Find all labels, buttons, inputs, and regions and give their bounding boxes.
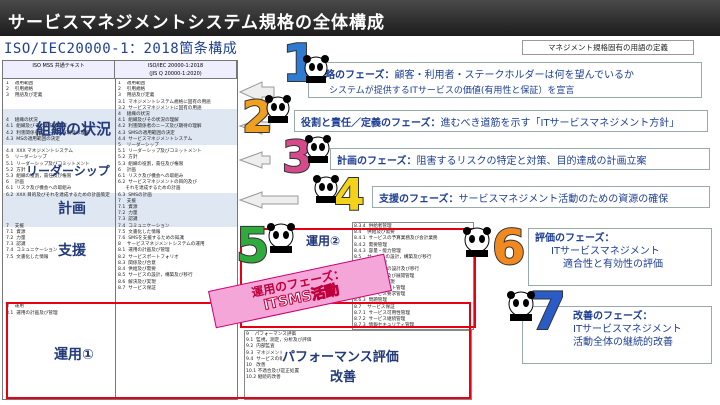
subtitle: ISO/IEC20000-1：2018箇条構成 [4, 41, 238, 57]
phase4-box: 支援のフェーズ：サービスマネジメント活動のための資源の確保 [372, 186, 710, 208]
phase7-line2: 活動全体の継続的改善 [573, 337, 673, 348]
phase1-sub: システムが提供するITサービスの価値(有用性と保証）を宣言 [329, 86, 575, 96]
arrow-4 [238, 191, 299, 209]
phase7-number: 7 [529, 281, 567, 343]
phase3-box: 計画のフェーズ：阻害するリスクの特定と対策、目的達成の計画立案 [330, 148, 710, 170]
phase1-text: 顧客・利用者・ステークホルダーは何を望んでいるか [394, 70, 635, 81]
arrow-3 [238, 151, 271, 169]
label-improve: 改善 [330, 366, 357, 385]
label-plan: 計画 [58, 201, 86, 217]
phase6-box: 評価のフェーズ： ITサービスマネジメント 適合性と有効性の評価 [528, 228, 712, 286]
phase2-title: 役割と責任／定義のフェーズ： [301, 118, 441, 129]
phase4-text: サービスマネジメント活動のための資源の確保 [458, 194, 669, 205]
phase2-box: 役割と責任／定義のフェーズ：進むべき道筋を示す「ITサービスマネジメント方針」 [294, 110, 708, 132]
phase7-box: 改善のフェーズ： ITサービスマネジメント 活動全体の継続的改善 [522, 306, 712, 364]
label-op1: 運用① [54, 347, 94, 363]
arrow-1 [238, 81, 275, 103]
label-support: 支援 [58, 243, 86, 259]
panda-icon-4 [313, 175, 339, 203]
label-org: 組織の状況 [36, 120, 112, 138]
page-title: サービスマネジメントシステム規格の全体構成 [0, 0, 720, 36]
perf-box: 9 パフォーマンス評価 9.1 監視，測定，分析及び評価 9.2 内部監査 9.… [244, 330, 472, 400]
label-perf: パフォーマンス評価 [282, 346, 399, 365]
shade-plan [3, 193, 237, 227]
phase1-box: 戦略のフェーズ：顧客・利用者・ステークホルダーは何を望んでいるか システムが提供… [308, 62, 702, 98]
panda-icon-1 [303, 55, 329, 83]
panda-icon-7 [507, 291, 535, 321]
phase4-title: 支援のフェーズ： [379, 194, 459, 205]
phase6-title: 評価のフェーズ： [535, 233, 615, 244]
phase6-line2: 適合性と有効性の評価 [563, 259, 663, 270]
phase3-title: 計画のフェーズ： [337, 156, 417, 167]
phase5-number: 5 [235, 217, 270, 275]
col1-header: ISO MSS 共通テキスト [3, 61, 115, 79]
col2-text: 1 適用範囲 2 引用規格 3 用語及び定義 3.1 マネジメントシステム規格に… [118, 81, 211, 291]
phase6-number: 6 [491, 219, 526, 277]
phase6-line1: ITサービスマネジメント [551, 246, 660, 257]
phase2-text: 進むべき道筋を示す「ITサービスマネジメント方針」 [440, 118, 680, 129]
phase7-line1: ITサービスマネジメント [573, 324, 682, 335]
terms-note: マネジメント規格固有の用語の定義 [522, 40, 694, 55]
panda-icon-6 [463, 227, 491, 257]
phase1-title: 戦略のフェーズ： [315, 70, 395, 81]
phase3-text: 阻害するリスクの特定と対策、目的達成の計画立案 [416, 156, 647, 167]
panda-icon-5 [267, 223, 295, 253]
label-lead: リーダーシップ [26, 164, 110, 178]
operation-frame-2 [240, 228, 476, 328]
shade-org [3, 109, 237, 145]
clause-table: ISO MSS 共通テキスト ISO/IEC 20000-1:2018 (JIS… [2, 60, 238, 400]
arrow-2 [238, 117, 271, 135]
panda-icon-3 [305, 135, 331, 163]
col1-text: 1 適用範囲 2 引用規格 3 用語及び定義 4 組織の状況 4.1 組織及びそ… [6, 81, 110, 316]
col2-header: ISO/IEC 20000-1:2018 (JIS Q 20000-1:2020… [115, 61, 237, 79]
col-divider [115, 79, 116, 399]
panda-icon-2 [265, 95, 291, 123]
label-op2: 運用② [306, 234, 341, 248]
phase7-title: 改善のフェーズ： [573, 311, 653, 322]
